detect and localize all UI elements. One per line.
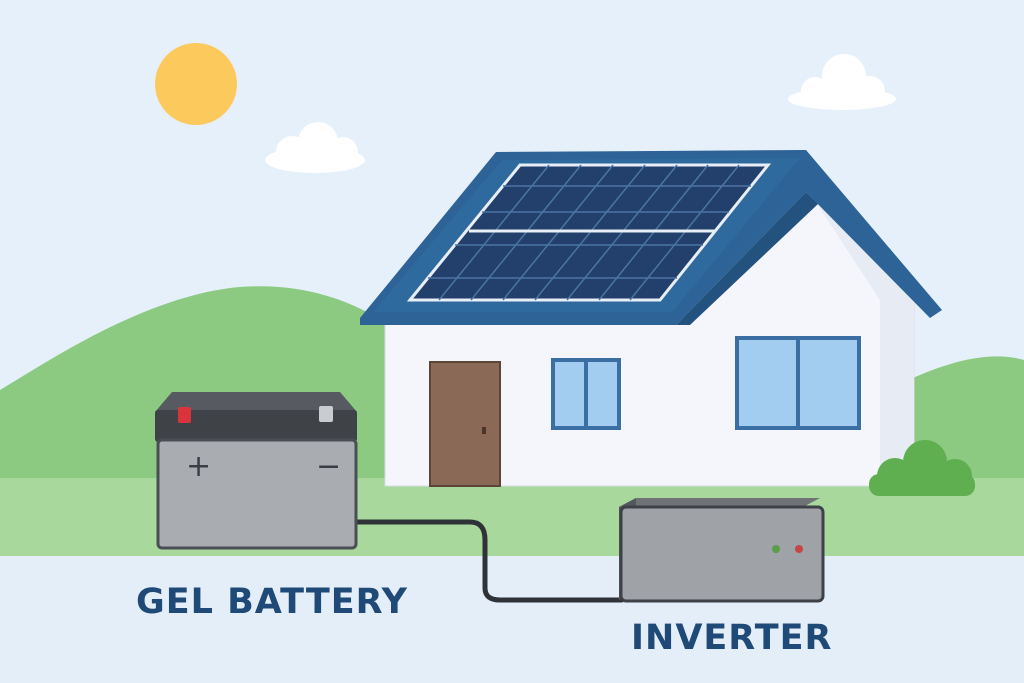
negative-symbol: −	[316, 449, 342, 484]
foreground	[0, 556, 1024, 683]
window-small	[551, 358, 621, 430]
window-large	[735, 336, 861, 430]
battery-icon	[155, 392, 358, 550]
house	[360, 150, 942, 487]
inverter-label: INVERTER	[631, 618, 833, 658]
sun-icon	[155, 43, 237, 125]
positive-symbol: +	[186, 449, 212, 484]
negative-terminal	[319, 406, 333, 422]
status-led-red	[795, 545, 803, 553]
cloud-icon-right	[788, 54, 896, 110]
cloud-icon	[265, 122, 365, 173]
inverter-icon	[619, 498, 825, 603]
positive-terminal	[178, 407, 191, 423]
status-led-green	[772, 545, 780, 553]
bush-icon	[869, 440, 975, 496]
battery-label: GEL BATTERY	[136, 582, 409, 622]
cable-icon	[354, 519, 625, 603]
solar-panel-icon	[406, 163, 772, 302]
door	[429, 361, 501, 487]
